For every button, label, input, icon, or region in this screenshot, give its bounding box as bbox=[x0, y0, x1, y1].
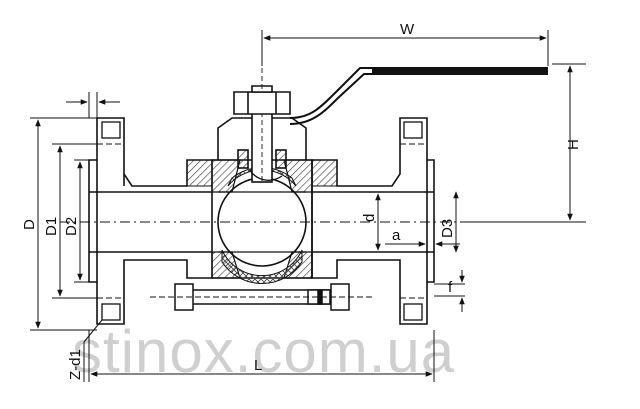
label-D: D bbox=[21, 219, 38, 230]
flange-hole-lines bbox=[97, 121, 427, 321]
label-D1: D1 bbox=[43, 217, 60, 236]
label-a: a bbox=[392, 227, 401, 244]
dimension-lines bbox=[30, 30, 586, 382]
label-w: W bbox=[400, 21, 415, 38]
body-hatch bbox=[186, 159, 338, 279]
packing-left bbox=[237, 149, 249, 169]
left-raised-face bbox=[88, 159, 97, 283]
handle-lever bbox=[289, 67, 548, 125]
packing-right bbox=[275, 149, 287, 169]
left-flange bbox=[96, 117, 213, 325]
label-D2: D2 bbox=[63, 217, 80, 236]
watermark-text: stinox.com.ua bbox=[72, 318, 455, 385]
label-Z-d1: Z-d1 bbox=[67, 349, 84, 380]
stem-assembly bbox=[217, 68, 307, 183]
handle-grip bbox=[372, 67, 548, 75]
label-D3: D3 bbox=[439, 219, 456, 238]
label-L: L bbox=[254, 357, 262, 374]
label-d: d bbox=[361, 214, 378, 222]
label-h: H bbox=[565, 139, 582, 150]
right-raised-face bbox=[427, 159, 435, 283]
stem-nut bbox=[233, 91, 291, 115]
body-bolt bbox=[150, 283, 372, 311]
label-f: f bbox=[448, 279, 453, 296]
